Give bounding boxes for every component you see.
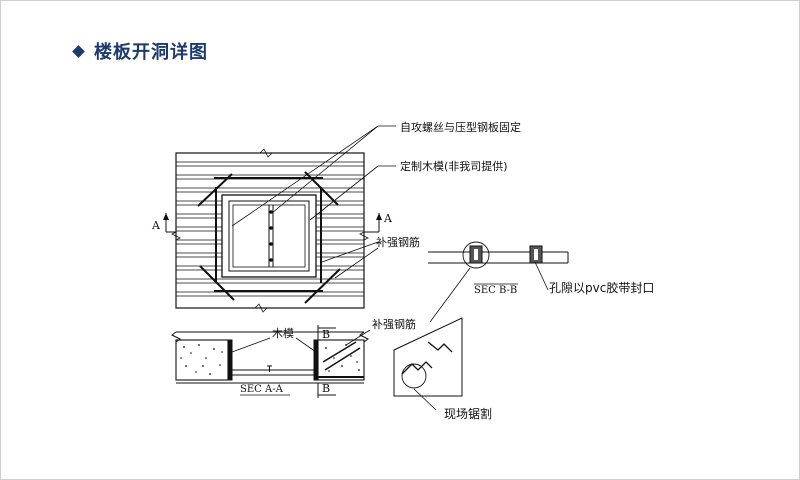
leader-lines [231, 125, 396, 279]
title-row: 楼板开洞详图 [72, 40, 208, 63]
mark-a-left: A [151, 219, 161, 232]
section-a-a [171, 325, 369, 398]
page-title: 楼板开洞详图 [94, 42, 208, 63]
label-screw: 自攻螺丝与压型钢板固定 [400, 120, 521, 134]
label-custom-formwork: 定制木模(非我司提供) [400, 159, 508, 173]
section-a-leaders [231, 329, 371, 396]
label-rebar-bottom: 补强钢筋 [372, 317, 416, 331]
section-mark-a-right [364, 213, 382, 233]
mark-a-right: A [383, 212, 393, 225]
label-sec-aa: SEC A-A [240, 384, 284, 395]
site-cut-detail [393, 267, 471, 411]
mark-b-bottom: B [322, 382, 330, 395]
plan-view [171, 148, 369, 313]
label-sec-bb: SEC B-B [474, 285, 517, 296]
label-gap-seal: 孔隙以pvc胶带封口 [549, 280, 654, 295]
label-site-cut: 现场锯割 [444, 406, 492, 421]
label-rebar-top: 补强钢筋 [376, 235, 420, 249]
section-mark-a-left [163, 213, 176, 233]
label-formwork: 木模 [272, 327, 294, 340]
mark-b-top: B [322, 328, 330, 341]
section-b-b [428, 241, 569, 291]
